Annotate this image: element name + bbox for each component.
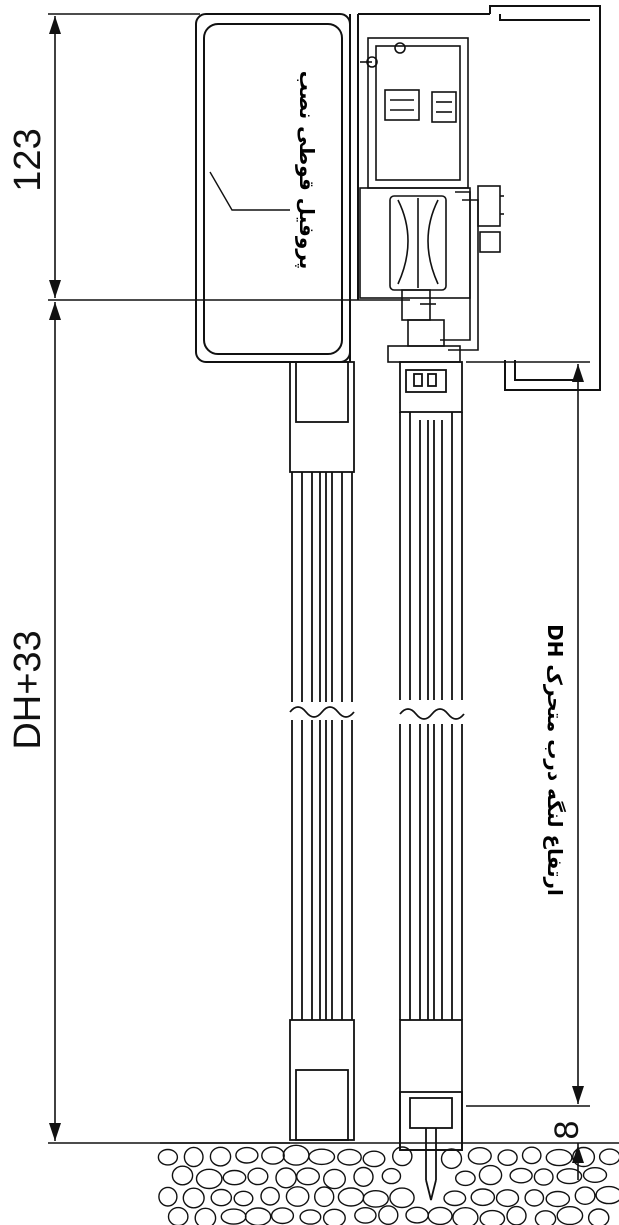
gravel-stone (479, 1209, 506, 1225)
gravel-stone (171, 1165, 194, 1186)
gravel-stone (282, 1144, 310, 1166)
gravel-stone (533, 1168, 554, 1186)
gravel-stone (545, 1148, 573, 1167)
gravel-stone (582, 1166, 608, 1183)
door-height-arrows (572, 364, 584, 1163)
dimension-arrows (49, 16, 61, 1141)
gravel-stone (534, 1210, 557, 1225)
gravel-stone (440, 1148, 463, 1170)
gravel-stone (389, 1187, 415, 1209)
gravel-stone (210, 1188, 233, 1207)
gravel-stone (209, 1146, 232, 1167)
gravel-stone (478, 1164, 503, 1186)
gravel-stone (167, 1206, 189, 1225)
gravel-stone (314, 1186, 335, 1208)
gravel-stone (427, 1206, 453, 1225)
gravel-stone (222, 1169, 247, 1186)
box-profile-label: پروفیل قوطی نصب (294, 71, 319, 270)
gravel-stone (362, 1190, 389, 1208)
gravel-stone (194, 1207, 217, 1225)
gravel-stone (275, 1167, 297, 1189)
gravel-stone (381, 1167, 402, 1185)
gravel-stone (509, 1167, 533, 1184)
gravel-stone (443, 1190, 467, 1207)
gravel-stone (247, 1167, 269, 1186)
gravel-stone (261, 1146, 285, 1165)
gravel-stone (353, 1166, 374, 1187)
gravel-stone (470, 1188, 496, 1207)
gravel-stone (322, 1208, 346, 1225)
door-height-label: ارتفاع لنگه درب متحرک DH (543, 624, 567, 896)
gravel-stone (183, 1146, 204, 1168)
dimension-dh33-label: DH+33 (7, 630, 49, 749)
gravel-stone (299, 1209, 322, 1225)
gravel-stone (323, 1168, 347, 1190)
dimension-lines (48, 13, 410, 1144)
gravel-stone (574, 1186, 596, 1205)
gravel-stone (454, 1170, 476, 1187)
gravel-stone (354, 1207, 377, 1224)
gravel-stone (405, 1206, 429, 1224)
gravel-stone (233, 1190, 254, 1207)
gravel-stone (495, 1189, 520, 1208)
gravel-stone (506, 1205, 527, 1225)
gravel-stone (598, 1148, 619, 1166)
gravel-stone (220, 1208, 247, 1225)
gravel-stone (362, 1150, 386, 1168)
floor-gravel (157, 1142, 619, 1225)
gravel-stone (337, 1187, 365, 1207)
gravel-stone (467, 1147, 492, 1165)
gravel-stone (270, 1207, 295, 1225)
box-profile (195, 13, 359, 363)
gravel-stone (195, 1168, 223, 1190)
gravel-stone (235, 1146, 259, 1164)
door-height-dimension (466, 361, 590, 1180)
gravel-stone (497, 1149, 518, 1167)
gravel-stone (521, 1146, 542, 1165)
gravel-stone (182, 1187, 205, 1209)
gravel-stone (391, 1146, 413, 1167)
dimension-8-label: 8 (548, 1121, 586, 1140)
gravel-stone (378, 1205, 399, 1225)
gravel-stone (157, 1148, 179, 1166)
gravel-stone (587, 1208, 610, 1225)
sliding-panel (399, 361, 465, 1201)
gravel-stone (545, 1190, 571, 1208)
gravel-stone (260, 1186, 280, 1206)
dimension-123-label: 123 (7, 128, 49, 191)
gravel-stone (308, 1148, 336, 1166)
gravel-stone (244, 1207, 272, 1225)
wall-bracket (358, 5, 601, 391)
gravel-stone (556, 1168, 583, 1185)
gravel-stone (556, 1206, 584, 1225)
gravel-stone (452, 1207, 479, 1225)
fixed-panel (289, 361, 355, 1141)
gravel-stone (595, 1185, 619, 1205)
gravel-stone (285, 1186, 310, 1207)
gravel-stone (158, 1186, 178, 1207)
gravel-stone (337, 1148, 362, 1166)
gravel-stone (296, 1167, 321, 1186)
trolley-mechanism (359, 37, 504, 363)
gravel-stone (524, 1189, 545, 1207)
gravel-stone (572, 1146, 596, 1168)
